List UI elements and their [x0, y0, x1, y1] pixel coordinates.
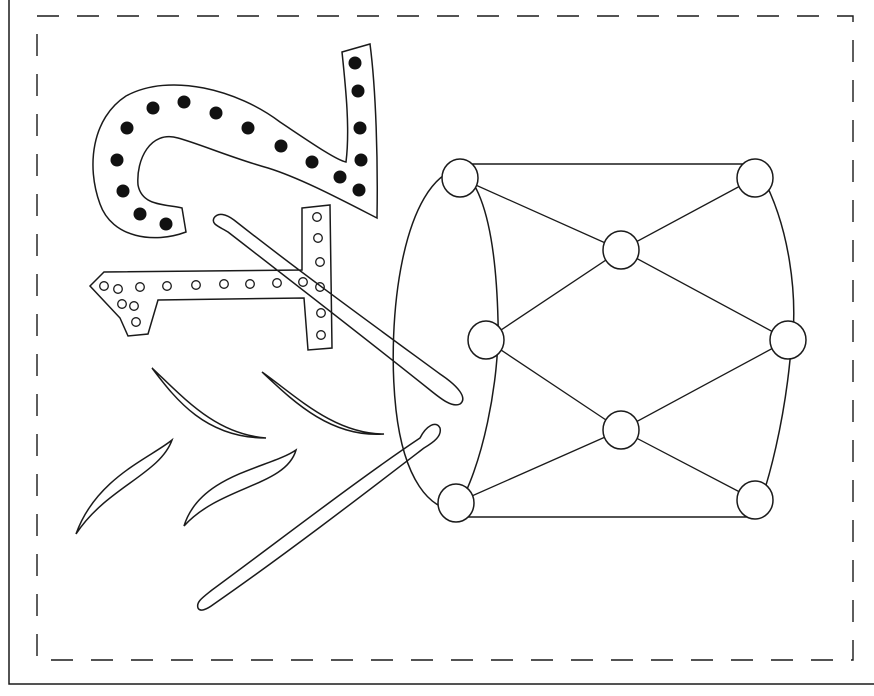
drumstick-lower [196, 423, 442, 611]
dashed-border [36, 15, 854, 661]
number-two-dots [110, 56, 368, 231]
number-seven-shape [88, 204, 333, 351]
outer-frame [8, 0, 874, 685]
leaf-lower-left [75, 437, 174, 535]
leaf-upper-left [151, 367, 267, 439]
drum-right-side [754, 163, 795, 518]
number-two-outline [92, 43, 378, 239]
drum-icon [392, 158, 807, 523]
drum-lacing [455, 177, 789, 504]
leaf-upper-right [261, 371, 385, 435]
number-seven-holes [99, 212, 326, 340]
drum-knobs [437, 158, 807, 523]
drumstick-icon [196, 423, 442, 611]
leaf-lower-right [183, 448, 298, 527]
number-two-shape [92, 43, 378, 239]
drumstick-icon [212, 213, 464, 406]
leaf-icon [75, 367, 385, 535]
drumstick-upper [212, 213, 464, 406]
number-seven-outline [88, 204, 333, 351]
